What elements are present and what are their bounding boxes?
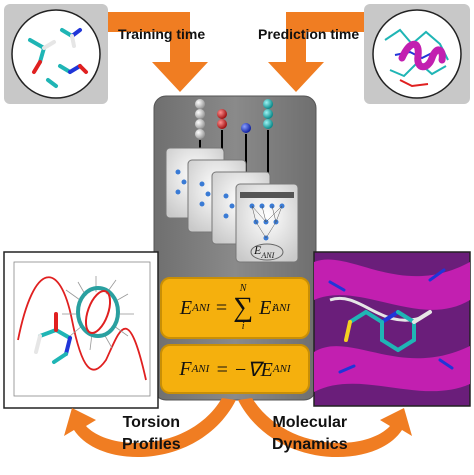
sum-lower-limit: i [241, 321, 245, 332]
molecular-dynamics-label: Molecular Dynamics [272, 412, 348, 456]
prediction-time-label: Prediction time [258, 26, 360, 42]
force-lhs-sub: ANI [191, 363, 210, 375]
force-lhs: F [179, 357, 192, 380]
energy-term: E [259, 296, 272, 319]
prediction-arrow [268, 12, 368, 92]
energy-lhs-sub: ANI [192, 302, 210, 314]
force-rhs: = −∇E [215, 358, 273, 381]
sum-upper-limit: N [239, 283, 247, 294]
network-output-symbol: E [254, 243, 262, 257]
md-label-line1: Molecular [272, 414, 348, 431]
energy-term-sup: i [272, 302, 276, 314]
summation-symbol: N ∑ i [233, 283, 254, 332]
energy-lhs: E [179, 296, 193, 319]
network-output-label: EANI [254, 243, 274, 260]
torsion-profile-plot [3, 251, 159, 409]
force-rhs-sub: ANI [272, 363, 291, 375]
training-time-label: Training time [118, 26, 206, 42]
torsion-profiles-label: Torsion Profiles [122, 412, 181, 456]
training-arrow [108, 12, 208, 92]
prediction-protein-panel [364, 4, 470, 104]
network-stack [165, 147, 299, 263]
energy-term-sub: ANI [272, 302, 291, 314]
network-output-subscript: ANI [261, 251, 275, 260]
torsion-arrow [64, 398, 236, 458]
molecular-dynamics-snapshot [313, 251, 471, 407]
torsion-label-line1: Torsion [122, 414, 181, 431]
md-arrow [238, 398, 412, 458]
energy-equals: = [215, 296, 228, 319]
torsion-label-line2: Profiles [122, 436, 181, 453]
training-molecules-panel [4, 4, 108, 104]
md-label-line2: Dynamics [272, 436, 348, 453]
